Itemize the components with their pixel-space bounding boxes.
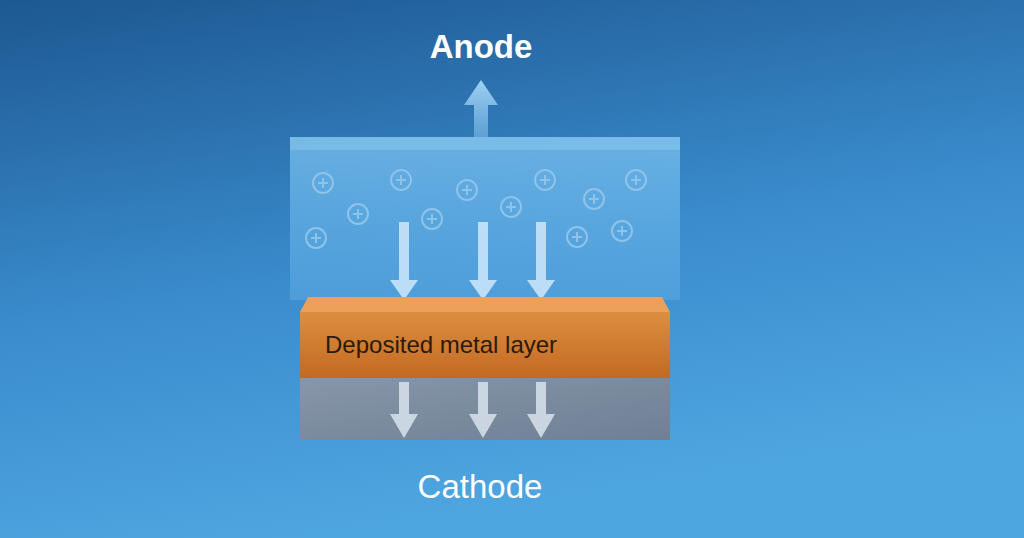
cathode-block	[300, 378, 670, 440]
down-arrow	[527, 382, 555, 438]
electrolyte	[290, 150, 680, 300]
electrolyte-top	[290, 137, 680, 150]
ion	[584, 189, 604, 209]
ion	[391, 170, 411, 190]
ion	[626, 170, 646, 190]
down-arrow	[527, 222, 555, 300]
ion	[422, 209, 442, 229]
metal-layer	[300, 312, 670, 378]
ion	[313, 173, 333, 193]
ion	[348, 204, 368, 224]
cathode-arrows	[390, 382, 555, 438]
electrode-label: Anode	[430, 28, 533, 66]
ion	[612, 221, 632, 241]
ion	[306, 228, 326, 248]
layer-label: Deposited metal layer	[325, 331, 557, 359]
ions	[306, 170, 646, 248]
down-arrow	[390, 222, 418, 300]
down-arrow	[469, 222, 497, 300]
down-arrow	[390, 382, 418, 438]
down-arrow	[469, 382, 497, 438]
metal-layer-top	[300, 297, 670, 312]
ion	[535, 170, 555, 190]
ion	[457, 180, 477, 200]
up-arrow	[464, 80, 498, 137]
ion	[567, 227, 587, 247]
electrode-label: Cathode	[418, 468, 543, 506]
ion	[501, 197, 521, 217]
layer-box: Deposited metal layer	[300, 312, 670, 378]
ion-flow-arrows	[390, 222, 555, 300]
